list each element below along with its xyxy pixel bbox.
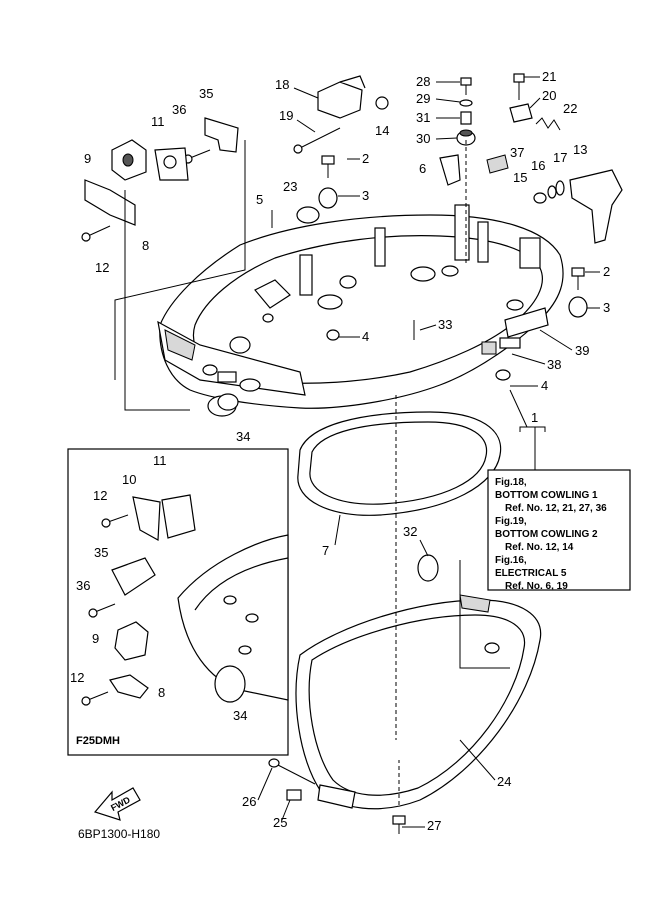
callout-38: 38 bbox=[547, 357, 561, 372]
callout-7: 7 bbox=[322, 543, 329, 558]
inset-callout-9: 9 bbox=[92, 631, 99, 646]
callout-23: 23 bbox=[283, 179, 297, 194]
callout-31: 31 bbox=[416, 110, 430, 125]
callout-37: 37 bbox=[510, 145, 524, 160]
callout-17: 17 bbox=[553, 150, 567, 165]
ref-line-5: BOTTOM COWLING 2 bbox=[495, 529, 598, 540]
callout-labels: 18 19 14 28 29 31 30 21 20 22 35 36 11 9… bbox=[70, 69, 610, 833]
fwd-arrow: FWD bbox=[93, 787, 141, 821]
ref-line-6: Ref. No. 12, 14 bbox=[505, 542, 574, 553]
callout-2a: 2 bbox=[362, 151, 369, 166]
bottom-cowling-drawing bbox=[157, 204, 564, 409]
ref-line-2: BOTTOM COWLING 1 bbox=[495, 490, 598, 501]
ref-line-8: ELECTRICAL 5 bbox=[495, 568, 567, 579]
inset-callout-8: 8 bbox=[158, 685, 165, 700]
lower-cover-24 bbox=[295, 594, 542, 810]
callout-3a: 3 bbox=[362, 188, 369, 203]
callout-5: 5 bbox=[256, 192, 263, 207]
callout-11: 11 bbox=[151, 114, 165, 129]
callout-2b: 2 bbox=[603, 264, 610, 279]
callout-3b: 3 bbox=[603, 300, 610, 315]
callout-39: 39 bbox=[575, 343, 589, 358]
ref-line-7: Fig.16, bbox=[495, 555, 527, 566]
callout-9: 9 bbox=[84, 151, 91, 166]
inset-callout-10: 10 bbox=[122, 472, 136, 487]
callout-15: 15 bbox=[513, 170, 527, 185]
ref-line-1: Fig.18, bbox=[495, 477, 527, 488]
callout-4a: 4 bbox=[362, 329, 369, 344]
callout-4b: 4 bbox=[541, 378, 548, 393]
callout-leaders bbox=[257, 76, 600, 828]
callout-20: 20 bbox=[542, 88, 556, 103]
reference-box: Fig.18, BOTTOM COWLING 1 Ref. No. 12, 21… bbox=[487, 469, 631, 592]
callout-28: 28 bbox=[416, 74, 430, 89]
inset-panel: F25DMH bbox=[67, 448, 289, 756]
callout-18: 18 bbox=[275, 77, 289, 92]
small-parts bbox=[81, 73, 623, 834]
callout-24: 24 bbox=[497, 774, 511, 789]
callout-32: 32 bbox=[403, 524, 417, 539]
inset-callout-36: 36 bbox=[76, 578, 90, 593]
callout-8: 8 bbox=[142, 238, 149, 253]
callout-16: 16 bbox=[531, 158, 545, 173]
drawing-code: 6BP1300-H180 bbox=[78, 827, 160, 841]
callout-30: 30 bbox=[416, 131, 430, 146]
callout-21: 21 bbox=[542, 69, 556, 84]
callout-13: 13 bbox=[573, 142, 587, 157]
callout-12: 12 bbox=[95, 260, 109, 275]
callout-36: 36 bbox=[172, 102, 186, 117]
callout-25: 25 bbox=[273, 815, 287, 830]
plug-34 bbox=[207, 393, 239, 417]
ref-line-3: Ref. No. 12, 21, 27, 36 bbox=[505, 503, 607, 514]
inset-callout-12b: 12 bbox=[70, 670, 84, 685]
callout-27: 27 bbox=[427, 818, 441, 833]
callout-6: 6 bbox=[419, 161, 426, 176]
callout-26: 26 bbox=[242, 794, 256, 809]
inset-callout-11: 11 bbox=[153, 453, 167, 468]
callout-29: 29 bbox=[416, 91, 430, 106]
callout-35: 35 bbox=[199, 86, 213, 101]
ref-line-9: Ref. No. 6, 19 bbox=[505, 581, 568, 592]
inset-model-label: F25DMH bbox=[76, 735, 120, 747]
callout-34: 34 bbox=[236, 429, 250, 444]
callout-19: 19 bbox=[279, 108, 293, 123]
ref-line-4: Fig.19, bbox=[495, 516, 527, 527]
gasket-7 bbox=[297, 411, 502, 516]
callout-33: 33 bbox=[438, 317, 452, 332]
callout-14: 14 bbox=[375, 123, 389, 138]
leader-lines bbox=[114, 140, 546, 805]
inset-callout-34: 34 bbox=[233, 708, 247, 723]
callout-22: 22 bbox=[563, 101, 577, 116]
callout-1: 1 bbox=[531, 410, 538, 425]
inset-callout-12a: 12 bbox=[93, 488, 107, 503]
inset-callout-35: 35 bbox=[94, 545, 108, 560]
